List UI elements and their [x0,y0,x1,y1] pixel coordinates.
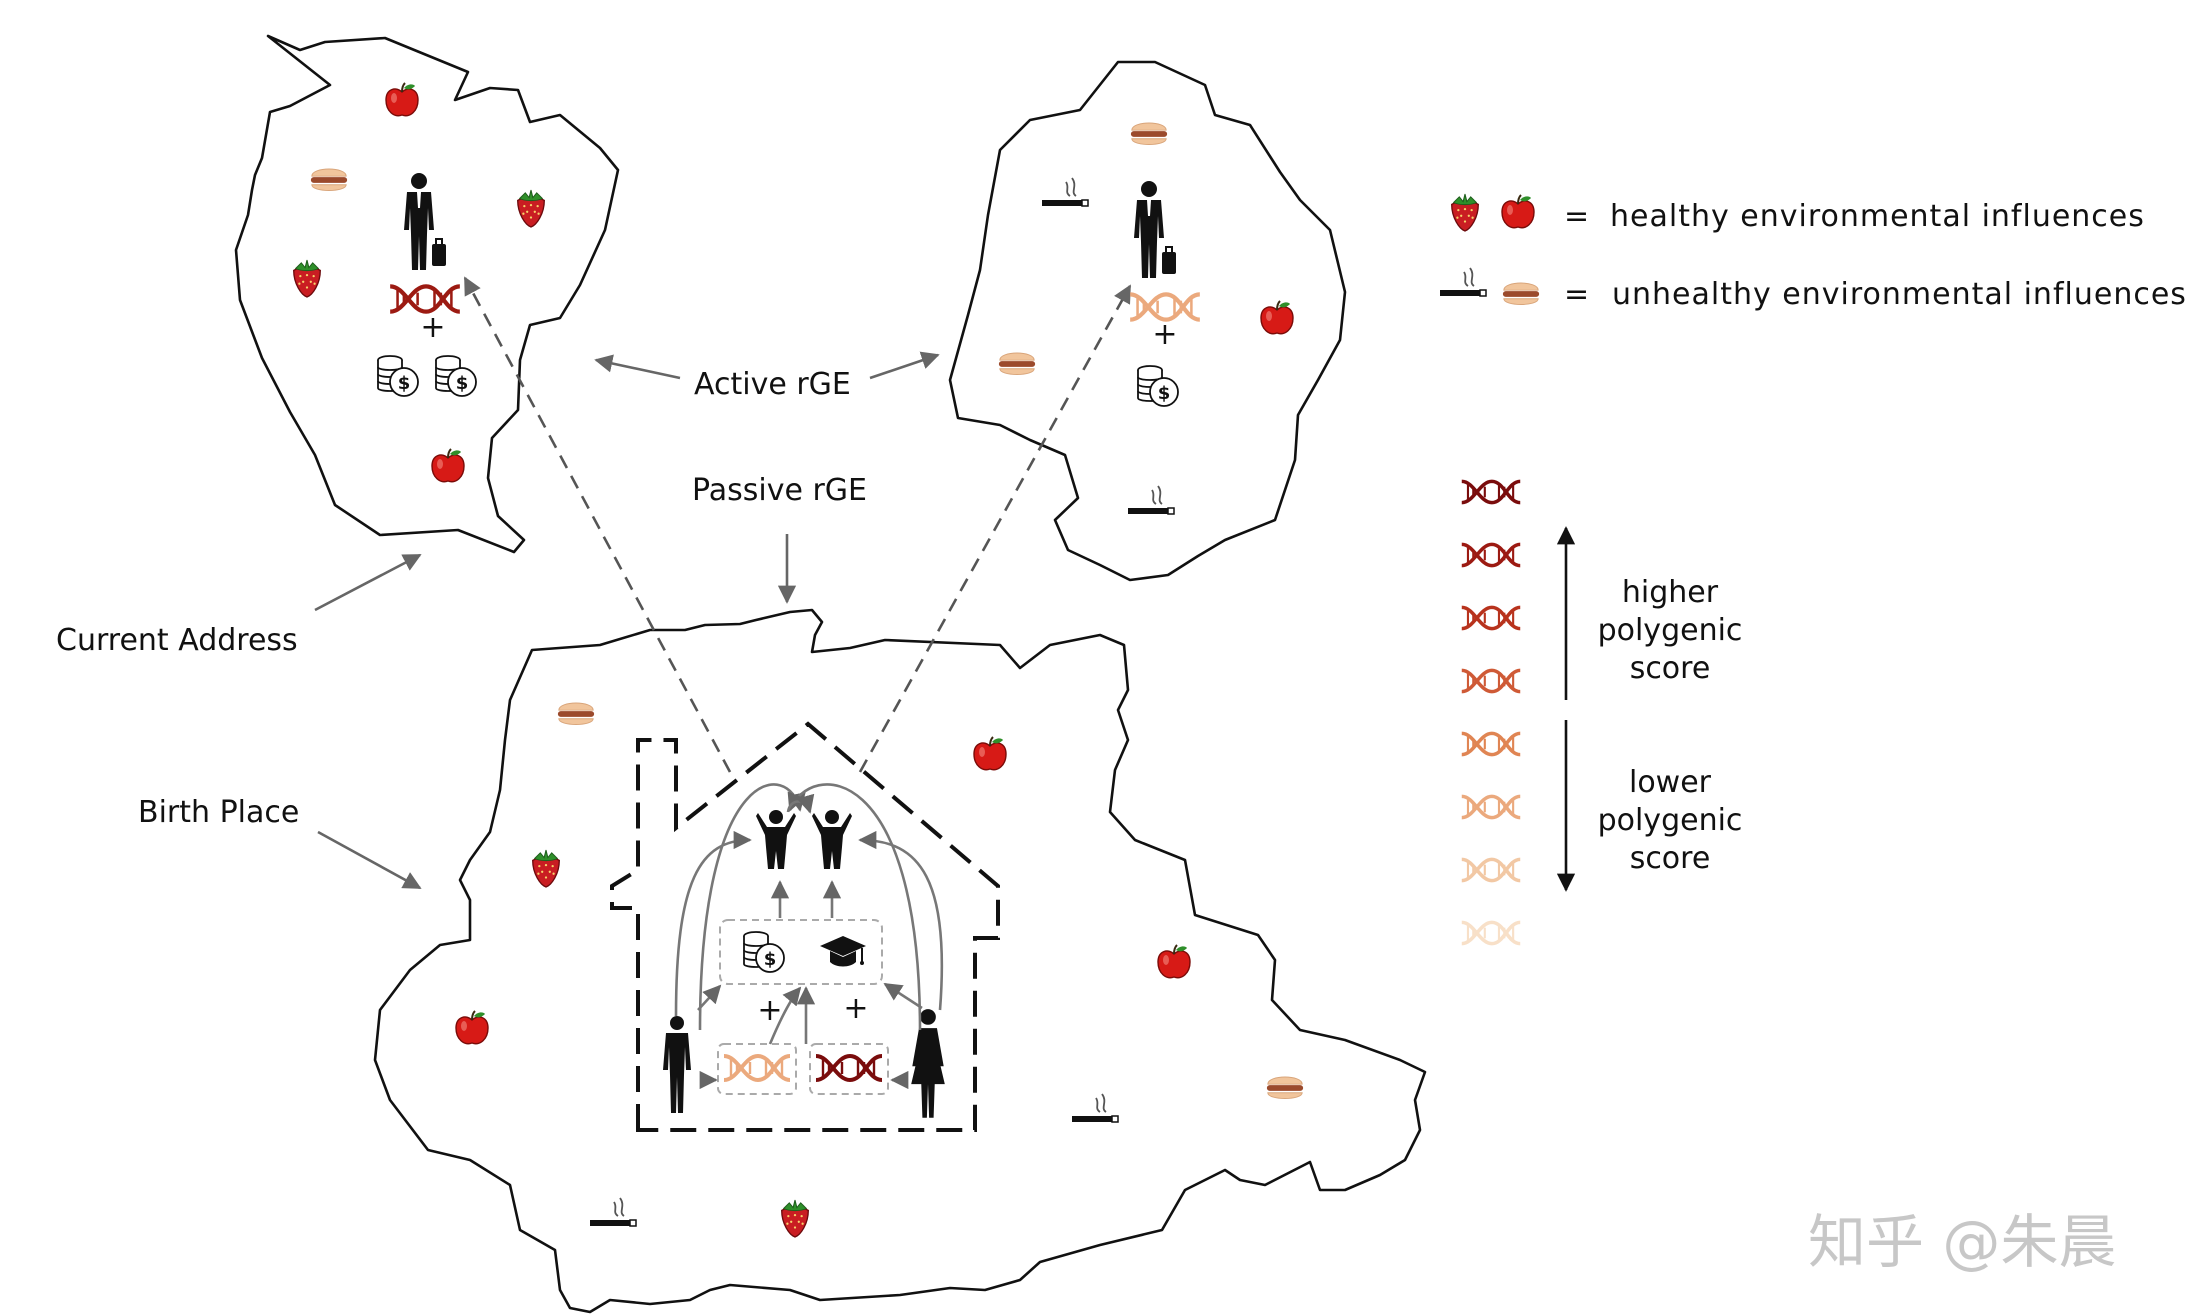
polygenic-score-scale [1460,479,1522,946]
higher-score-label: higher polygenic score [1598,575,1743,686]
dna-scale-icon [1460,920,1522,946]
current-address-region [234,34,620,554]
dna-scale-icon [1460,542,1522,568]
icon-legend: = healthy environmental influences = unh… [1439,193,2187,312]
plus-sign: + [420,310,445,345]
legend-line: score [1630,841,1711,876]
legend-line: score [1630,651,1711,686]
passive-rge-label: Passive rGE [692,473,867,508]
strawberry-icon [1450,193,1480,232]
dna-scale-icon [1460,857,1522,883]
apple-icon [1501,194,1535,229]
burger-icon [998,352,1036,375]
burger-icon [1130,122,1168,145]
plus-sign: + [843,991,868,1026]
lower-score-label: lower polygenic score [1598,765,1743,876]
environment-box [719,919,883,985]
legend-unhealthy-label: unhealthy environmental influences [1612,277,2187,312]
burger-icon [1266,1076,1304,1099]
plus-sign: + [757,993,782,1028]
legend-line: higher [1622,575,1719,610]
plus-sign: + [1152,317,1177,352]
dna-scale-icon [1460,731,1522,757]
dna-scale-icon [1460,794,1522,820]
passive-rge-dashed-arrows [463,276,1132,773]
burger-icon [1502,282,1540,305]
legend-healthy-label: healthy environmental influences [1610,199,2145,234]
current-address-label: Current Address [56,623,298,658]
dna-scale-icon [1460,479,1522,505]
burger-icon [310,168,348,191]
family-house-outline [610,721,1000,1132]
label-arrows [314,351,940,890]
active-rge-region [948,60,1347,582]
equals-sign: = [1564,277,1590,312]
legend-line: polygenic [1598,803,1743,838]
active-rge-label: Active rGE [694,367,851,402]
family-unit [663,783,945,1118]
burger-icon [557,702,595,725]
mother-genes-box [809,1043,889,1095]
birth-place-label: Birth Place [138,795,299,830]
legend-line: polygenic [1598,613,1743,648]
watermark: 知乎 @朱晨 [1808,1208,2116,1276]
dna-scale-icon [1460,605,1522,631]
legend-line: lower [1629,765,1712,800]
cigarette-icon [1439,267,1487,297]
equals-sign: = [1564,199,1590,234]
father-genes-box [717,1043,797,1095]
birth-place-region [373,608,1427,1314]
dna-scale-icon [1460,668,1522,694]
